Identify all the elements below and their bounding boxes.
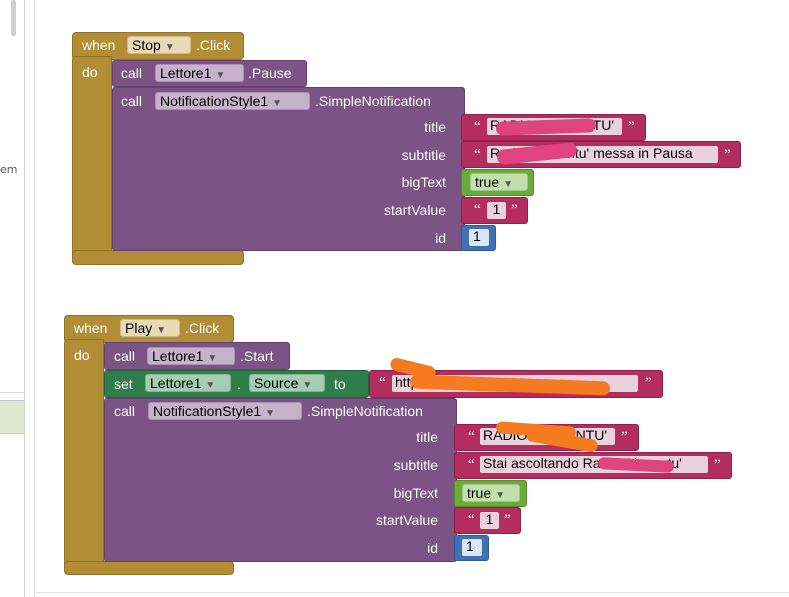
stop-id-param-label: id (435, 230, 446, 246)
workspace-bottom-edge (34, 592, 789, 593)
stop-id-number-field[interactable]: 1 (469, 229, 489, 246)
quote-open-icon: “ (468, 429, 475, 445)
quote-open-icon: “ (379, 375, 386, 391)
chevron-down-icon: ▼ (164, 42, 175, 53)
quote-open-icon: “ (474, 147, 481, 163)
chevron-down-icon: ▼ (302, 380, 313, 391)
set-component-dropdown[interactable]: Lettore1▼ (145, 374, 231, 392)
start-method-name: .Start (240, 348, 274, 364)
stop-event-name: .Click (196, 37, 231, 53)
chevron-down-icon: ▼ (503, 179, 514, 190)
set-to-label: to (334, 376, 346, 392)
chevron-down-icon: ▼ (205, 380, 216, 391)
chevron-down-icon: ▼ (272, 98, 283, 109)
palette-selected-item[interactable] (0, 400, 24, 434)
play-notification-body (104, 421, 457, 562)
set-property-dropdown[interactable]: Source▼ (249, 374, 325, 392)
quote-open-icon: “ (474, 119, 481, 135)
quote-close-icon: ” (628, 119, 635, 135)
stop-bigtext-param-label: bigText (401, 174, 446, 190)
play-notification-method: .SimpleNotification (307, 403, 423, 419)
stop-startvalue-text-field[interactable]: 1 (487, 202, 506, 219)
stop-notification-body (112, 110, 465, 251)
stop-notification-call-label: call (121, 93, 143, 109)
chevron-down-icon: ▼ (215, 70, 226, 81)
stop-bigtext-dropdown[interactable]: true▼ (470, 173, 528, 191)
start-component-dropdown[interactable]: Lettore1▼ (147, 347, 235, 365)
quote-close-icon: ” (511, 202, 518, 218)
pause-call-label: call (121, 65, 143, 81)
chevron-down-icon: ▼ (156, 325, 167, 336)
stop-startvalue-param-label: startValue (384, 202, 446, 218)
chevron-down-icon: ▼ (265, 408, 276, 419)
play-when-label: when (74, 320, 108, 336)
stop-subtitle-param-label: subtitle (401, 147, 446, 163)
stop-when-label: when (82, 37, 116, 53)
play-do-label: do (74, 347, 90, 363)
pause-method-name: .Pause (248, 65, 292, 81)
play-startvalue-text-field[interactable]: 1 (480, 512, 499, 529)
quote-open-icon: “ (468, 457, 475, 473)
quote-close-icon: ” (724, 147, 731, 163)
chevron-down-icon: ▼ (207, 353, 218, 364)
palette-panel: em (0, 0, 25, 597)
play-id-number-field[interactable]: 1 (462, 539, 482, 556)
stop-notification-component-dropdown[interactable]: NotificationStyle1▼ (155, 92, 310, 110)
chevron-down-icon: ▼ (495, 490, 506, 501)
stop-event-footer (72, 250, 244, 265)
workspace-border (34, 0, 35, 597)
palette-scrollbar[interactable] (11, 0, 16, 36)
set-label: set (114, 376, 133, 392)
quote-close-icon: ” (714, 457, 721, 473)
play-id-param-label: id (427, 540, 438, 556)
play-title-param-label: title (416, 429, 438, 445)
quote-open-icon: “ (468, 512, 475, 528)
play-event-name: .Click (185, 320, 220, 336)
set-dot-label: . (237, 376, 241, 392)
stop-do-label: do (82, 64, 98, 80)
quote-close-icon: ” (504, 512, 511, 528)
palette-label: em (0, 163, 18, 176)
quote-close-icon: ” (645, 375, 652, 391)
quote-open-icon: “ (474, 202, 481, 218)
stop-notification-method: .SimpleNotification (315, 93, 431, 109)
stop-startvalue-text-block[interactable] (461, 197, 528, 224)
stop-event-spine (72, 56, 112, 264)
stop-title-param-label: title (424, 119, 446, 135)
palette-divider (0, 392, 24, 393)
play-notification-component-dropdown[interactable]: NotificationStyle1▼ (148, 402, 302, 420)
play-bigtext-param-label: bigText (393, 485, 438, 501)
play-startvalue-param-label: startValue (376, 512, 438, 528)
quote-close-icon: ” (621, 429, 628, 445)
play-event-spine (64, 339, 104, 574)
pause-component-dropdown[interactable]: Lettore1▼ (155, 64, 244, 82)
play-event-footer (64, 561, 234, 575)
start-call-label: call (114, 348, 136, 364)
play-subtitle-param-label: subtitle (393, 457, 438, 473)
stop-component-dropdown[interactable]: Stop▼ (127, 36, 191, 54)
play-component-dropdown[interactable]: Play▼ (120, 319, 180, 337)
play-bigtext-dropdown[interactable]: true▼ (462, 484, 520, 502)
play-notification-call-label: call (114, 403, 136, 419)
